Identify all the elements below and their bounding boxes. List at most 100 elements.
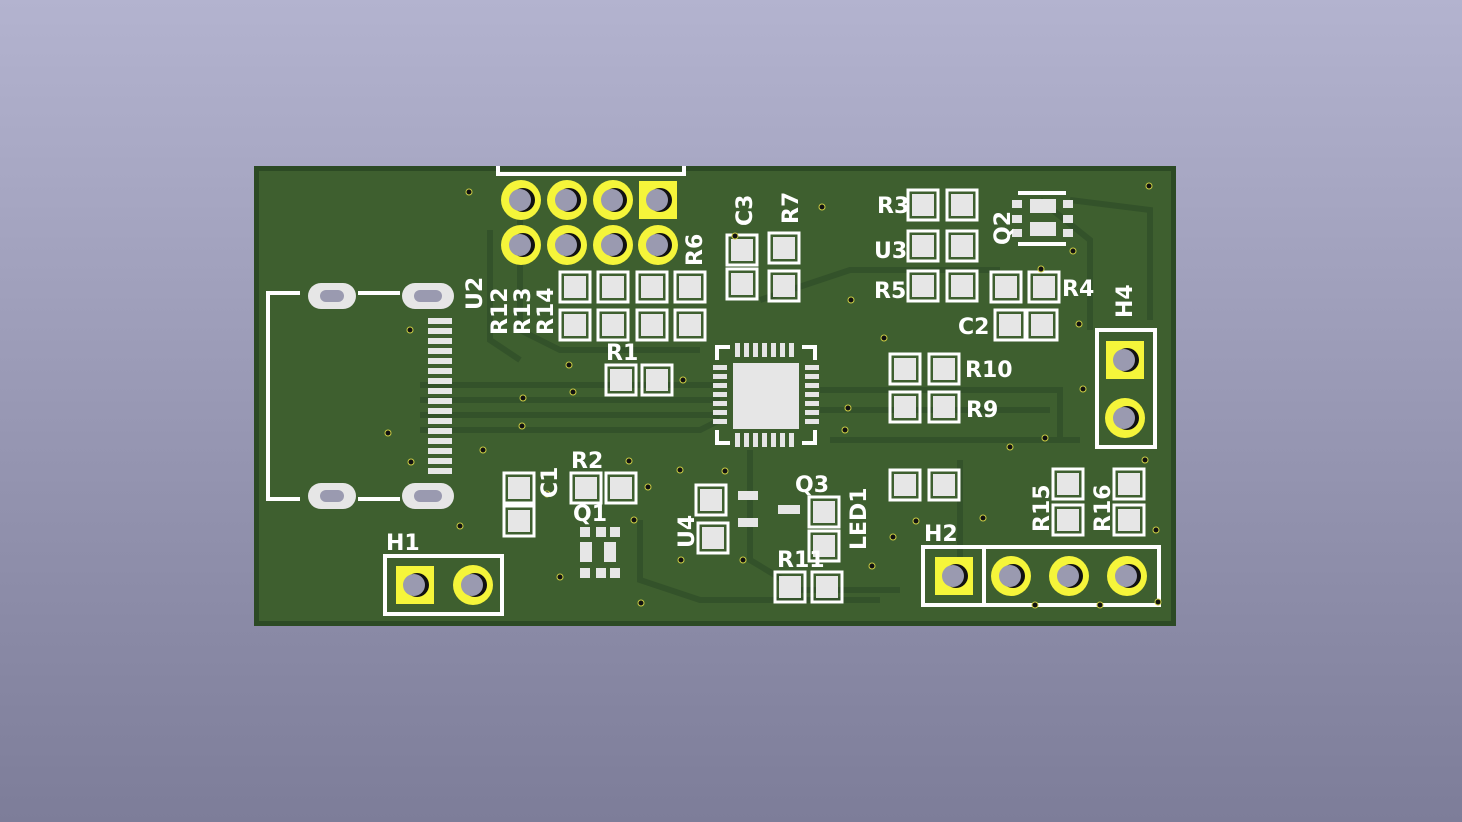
qfn-pin — [713, 392, 727, 397]
ic-pad — [738, 491, 758, 500]
ic-pad — [596, 568, 606, 578]
usb-pin — [428, 358, 452, 364]
smd-pad — [933, 358, 955, 380]
pad-outline — [673, 270, 707, 304]
drill-hole-inner — [646, 189, 668, 211]
via — [479, 446, 487, 454]
silkscreen-outlines — [266, 166, 1161, 616]
pad-outline — [696, 521, 730, 555]
qfn-pin — [735, 343, 740, 357]
pad-outline — [945, 188, 979, 222]
qfn-pin — [753, 433, 758, 447]
smd-pad — [1031, 314, 1053, 336]
label-u2: U2 — [463, 277, 488, 310]
drill-hole-inner — [403, 574, 425, 596]
usb-pin — [428, 398, 452, 404]
usb-pin — [428, 378, 452, 384]
pad-outline — [807, 495, 841, 529]
pad-outline — [993, 308, 1027, 342]
smd-pad — [779, 576, 801, 598]
usb-pin — [428, 438, 452, 444]
label-r5: R5 — [874, 279, 906, 304]
pad-outline — [906, 188, 940, 222]
usb-pin — [428, 338, 452, 344]
ic-pad — [580, 527, 590, 537]
qfn-pin — [805, 374, 819, 379]
ic-pad — [610, 527, 620, 537]
drill-hole-inner — [1057, 565, 1079, 587]
label-r12: R12 — [488, 287, 513, 335]
pad-outline — [694, 483, 728, 517]
via — [676, 466, 684, 474]
smd-pad — [912, 235, 934, 257]
label-c3: C3 — [733, 195, 758, 226]
via — [677, 556, 685, 564]
smd-pad — [999, 314, 1021, 336]
ic-pad — [1063, 229, 1073, 237]
label-h2: H2 — [924, 522, 958, 547]
qfn-pin — [780, 343, 785, 357]
qfn-pin — [805, 410, 819, 415]
drill-hole-inner — [509, 189, 531, 211]
smd-pad — [894, 396, 916, 418]
drill-hole-inner — [555, 234, 577, 256]
pad-outline — [906, 229, 940, 263]
ic-pad — [610, 568, 620, 578]
pad-outline — [635, 308, 669, 342]
via — [1075, 320, 1083, 328]
via — [721, 467, 729, 475]
smd-pad — [679, 314, 701, 336]
ic-pad — [1012, 229, 1022, 237]
via — [1031, 601, 1039, 609]
label-r11: R11 — [777, 548, 825, 573]
usb-pin — [428, 388, 452, 394]
via — [679, 376, 687, 384]
pad-outline — [906, 269, 940, 303]
smd-pad — [508, 510, 530, 532]
smd-pad — [641, 314, 663, 336]
ic-pad — [1012, 215, 1022, 223]
pad-outline — [927, 468, 961, 502]
pad-outline — [558, 270, 592, 304]
ic-pad — [1063, 215, 1073, 223]
usb-pin — [428, 328, 452, 334]
usb-pin — [428, 448, 452, 454]
smd-pad — [731, 239, 753, 261]
pad-outline — [1027, 270, 1061, 304]
smd-pad — [564, 276, 586, 298]
via — [644, 483, 652, 491]
smd-pad — [951, 275, 973, 297]
via — [847, 296, 855, 304]
via — [1152, 526, 1160, 534]
via — [1041, 434, 1049, 442]
via — [630, 516, 638, 524]
via — [979, 514, 987, 522]
label-u4: U4 — [675, 515, 700, 548]
pad-outline — [1112, 503, 1146, 537]
pad-outline — [773, 570, 807, 604]
pad-outline — [596, 308, 630, 342]
pad-outline — [604, 363, 638, 397]
pad-outline — [635, 270, 669, 304]
via — [1145, 182, 1153, 190]
smd-pad — [641, 276, 663, 298]
qfn-pin — [780, 433, 785, 447]
via — [407, 458, 415, 466]
via — [868, 562, 876, 570]
ic-pad — [604, 542, 616, 562]
smd-pad — [602, 314, 624, 336]
ic-pad — [778, 505, 800, 514]
smd-pad — [894, 474, 916, 496]
label-q2: Q2 — [991, 211, 1016, 245]
pad-outline — [502, 471, 536, 505]
smd-pad — [773, 237, 795, 259]
smd-pad — [1057, 473, 1079, 495]
qfn-pin — [789, 343, 794, 357]
label-u3: U3 — [874, 239, 907, 264]
drill-hole-inner — [555, 189, 577, 211]
via — [384, 429, 392, 437]
smd-pad — [933, 474, 955, 496]
pad-outline — [673, 308, 707, 342]
via — [912, 517, 920, 525]
